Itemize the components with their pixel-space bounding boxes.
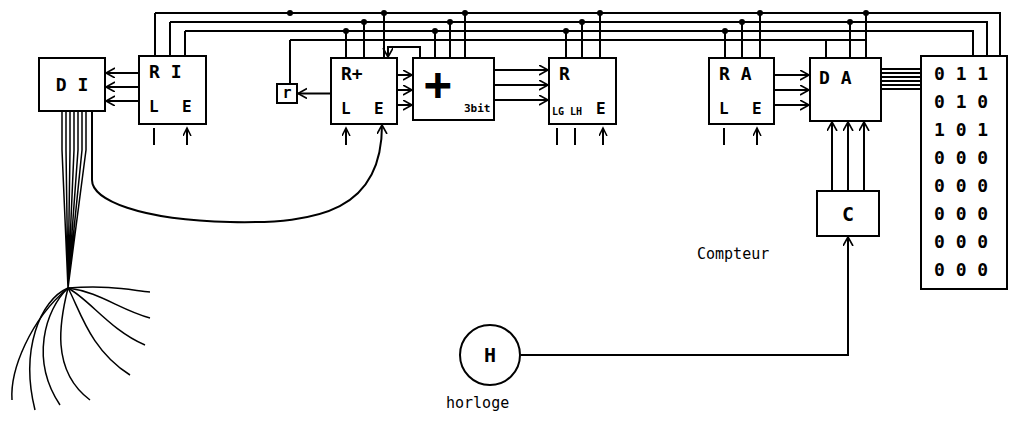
connector-line	[106, 86, 138, 88]
memory-cell-row: 0 0 0	[934, 149, 988, 167]
connector	[398, 75, 412, 105]
carry-flag: r	[276, 83, 298, 104]
connector	[298, 93, 330, 94]
memory-cell-row: 0 1 0	[934, 93, 988, 111]
connector-line	[882, 76, 920, 78]
connector	[388, 47, 420, 57]
node-title: R+	[341, 65, 363, 83]
accumulator-register: R+ L E	[330, 57, 398, 125]
connector-line	[882, 68, 920, 70]
port-label: L	[341, 101, 351, 117]
adder-3bit: +3bit	[412, 57, 495, 121]
connector-line	[521, 237, 848, 355]
node-title: R I	[149, 63, 182, 81]
port-label: E	[374, 101, 384, 117]
connector-line	[775, 74, 809, 76]
node-title: D I	[56, 76, 89, 94]
connector-line	[863, 122, 865, 190]
port-label: L	[149, 99, 159, 115]
clock-circle: H	[459, 324, 521, 386]
connector	[832, 122, 864, 190]
node-title: H	[484, 345, 496, 365]
connector-line	[495, 69, 548, 71]
node-title: R A	[719, 65, 752, 83]
connector-line	[106, 72, 138, 74]
caption-label: Compteur	[697, 247, 769, 262]
port-label: L	[719, 101, 729, 117]
port-label: LH	[570, 107, 582, 117]
node-title: +	[424, 61, 452, 107]
connector-line	[831, 122, 833, 190]
caption-label: horloge	[446, 396, 509, 411]
connector	[521, 237, 848, 355]
instruction-decoder: D I	[38, 57, 106, 112]
connector-line	[882, 88, 920, 90]
connector-line	[882, 80, 920, 82]
control-signal-bundle	[12, 112, 150, 410]
connector-line	[388, 47, 420, 57]
connector-line	[847, 122, 849, 190]
port-label: E	[596, 101, 606, 117]
connector-line	[495, 84, 548, 86]
port-label: 3bit	[464, 103, 491, 114]
port-label: LG	[552, 107, 564, 117]
connector-line	[106, 100, 138, 102]
bus-junction-dots	[287, 10, 869, 34]
memory-cell-row: 0 1 1	[934, 65, 988, 83]
memory-cell-row: 0 0 0	[934, 177, 988, 195]
node-title: D A	[819, 69, 852, 87]
result-register: R LG LH E	[548, 57, 617, 125]
port-label: E	[182, 99, 192, 115]
connector-line	[298, 93, 330, 95]
connector	[92, 112, 382, 222]
connector-line	[398, 74, 412, 76]
connector-line	[775, 104, 809, 106]
memory-cell-row: 1 0 1	[934, 121, 988, 139]
address-register: R A L E	[708, 57, 775, 125]
memory-cell-row: 0 0 0	[934, 205, 988, 223]
connector	[106, 73, 138, 101]
connector	[495, 70, 548, 100]
memory-cell-row: 0 0 0	[934, 261, 988, 279]
connector	[882, 69, 920, 89]
connector-line	[775, 89, 809, 91]
connector-line	[398, 104, 412, 106]
node-title: C	[842, 204, 854, 224]
connector-line	[398, 89, 412, 91]
port-label: E	[752, 101, 762, 117]
connector	[775, 75, 809, 105]
node-title: r	[282, 86, 291, 101]
instruction-register: R I L E	[138, 55, 207, 125]
connector-line	[882, 84, 920, 86]
control-inputs	[154, 128, 757, 145]
counter-box: C	[816, 190, 880, 237]
connector-line	[495, 99, 548, 101]
connector-line	[882, 72, 920, 74]
connector-line	[92, 112, 382, 222]
node-title: R	[559, 65, 570, 83]
address-decoder: D A	[809, 57, 882, 122]
memory-cell-row: 0 0 0	[934, 233, 988, 251]
memory-array: 0 1 1 0 1 0 1 0 1 0 0 0 0 0 0 0 0 0 0 0 0 0 0 0	[920, 55, 1008, 290]
